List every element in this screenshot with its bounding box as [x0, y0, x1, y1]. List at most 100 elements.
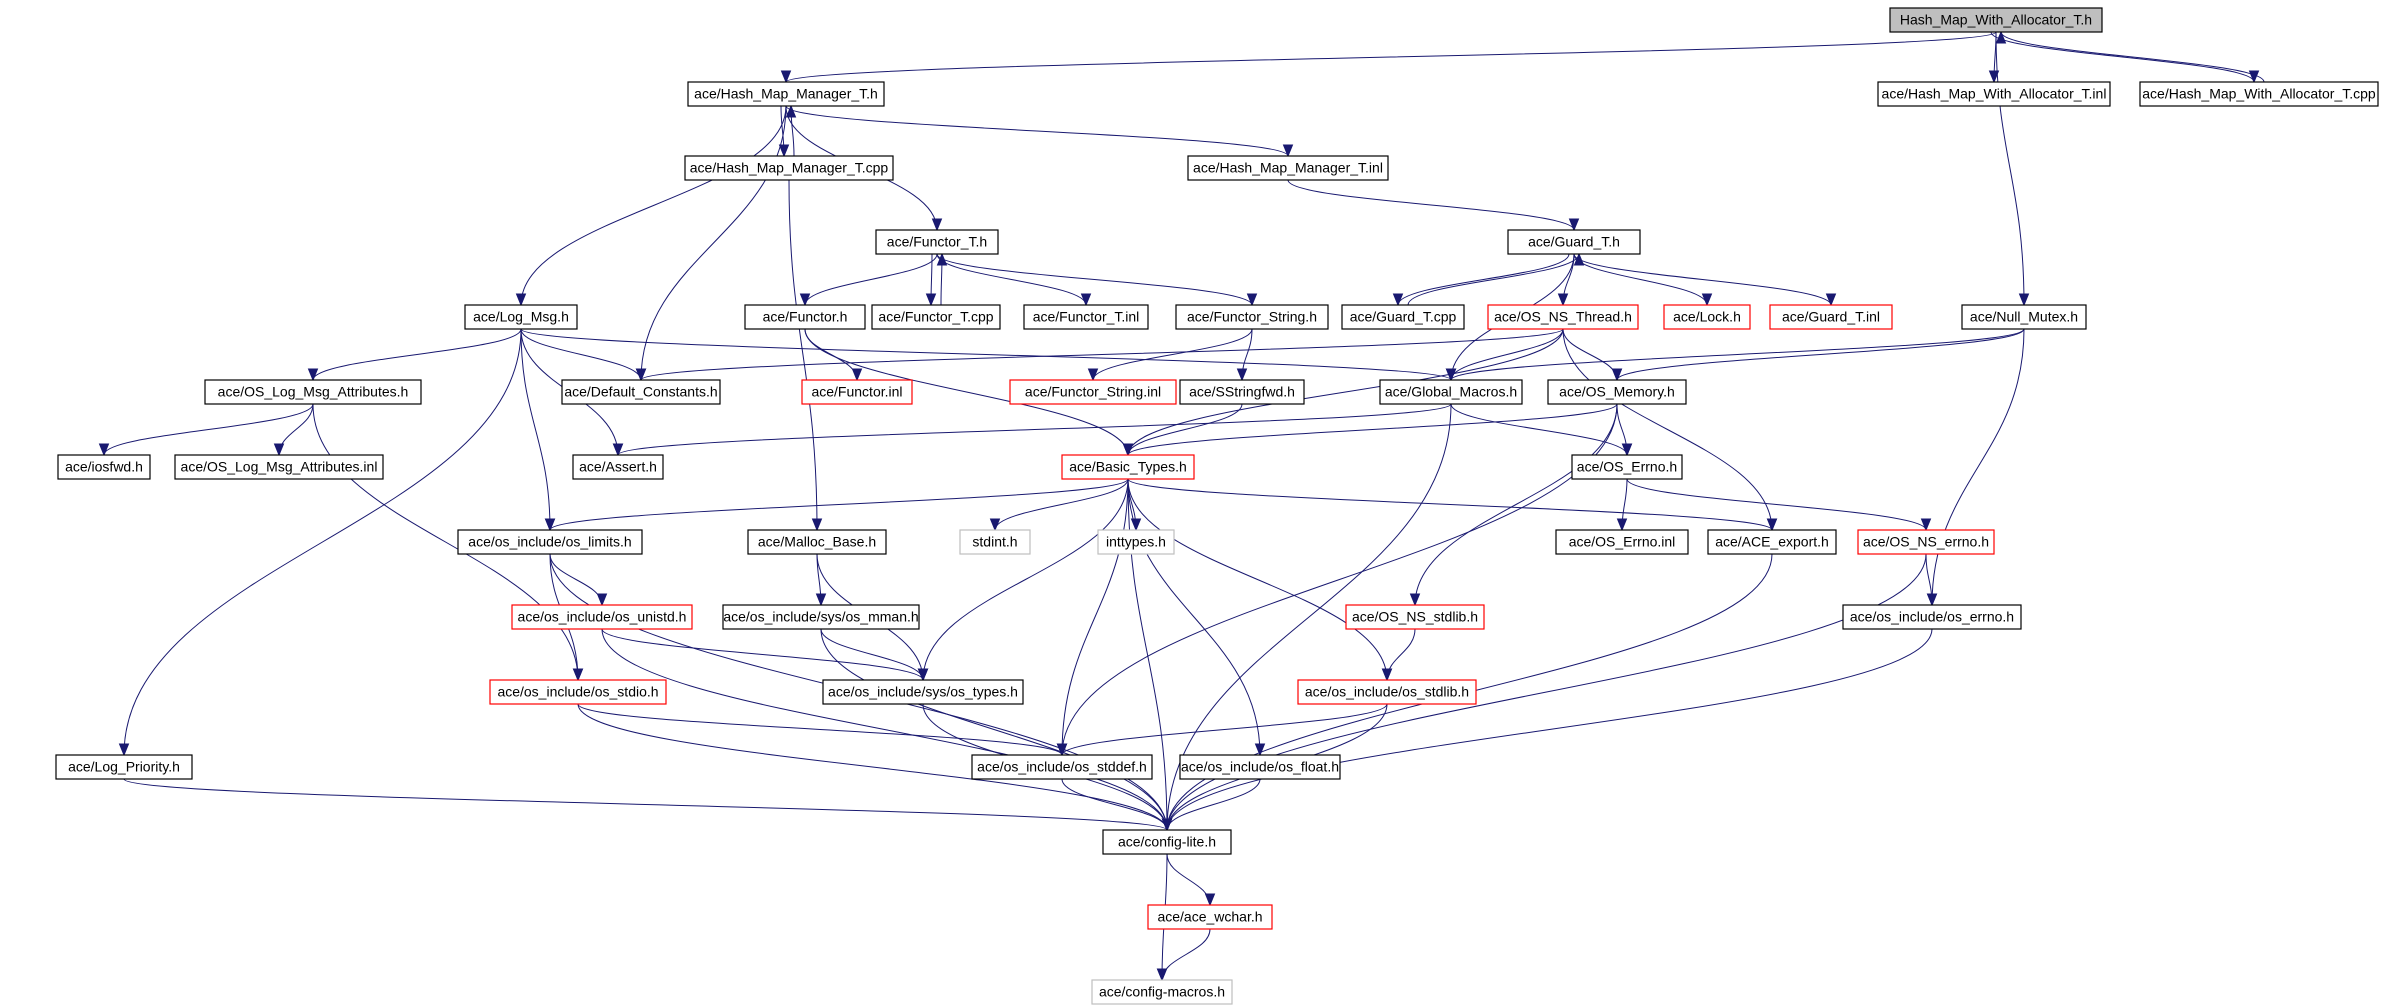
node-os-ns-stdlib[interactable]: ace/OS_NS_stdlib.h: [1345, 604, 1485, 630]
edge-functor-t-h-to-functor-h: [799, 253, 938, 307]
node-lock-h[interactable]: ace/Lock.h: [1663, 304, 1751, 330]
edge-arrowhead: [1381, 668, 1393, 682]
node-os-float[interactable]: ace/os_include/os_float.h: [1179, 754, 1341, 780]
node-guard-t-cpp[interactable]: ace/Guard_T.cpp: [1341, 304, 1465, 330]
edge-os-ns-errno-to-oi-errno: [1925, 553, 1938, 607]
node-os-ns-thread[interactable]: ace/OS_NS_Thread.h: [1487, 304, 1639, 330]
edge-basic-types-to-sys-types: [917, 478, 1129, 682]
edge-line: [1450, 328, 2025, 381]
node-hmm-h[interactable]: ace/Hash_Map_Manager_T.h: [687, 81, 885, 107]
edge-hmm-h-to-hmm-cpp: [778, 105, 790, 158]
node-os-ns-errno[interactable]: ace/OS_NS_errno.h: [1857, 529, 1995, 555]
node-log-msg[interactable]: ace/Log_Msg.h: [464, 304, 578, 330]
node-label: ace/Guard_T.cpp: [1350, 309, 1457, 325]
node-null-mutex[interactable]: ace/Null_Mutex.h: [1961, 304, 2087, 330]
node-os-log-attr-inl[interactable]: ace/OS_Log_Msg_Attributes.inl: [174, 454, 384, 480]
edge-line: [549, 553, 603, 606]
node-sstringfwd[interactable]: ace/SStringfwd.h: [1179, 379, 1305, 405]
edge-line: [804, 253, 938, 306]
edge-functor-string-to-sstringfwd: [1236, 328, 1253, 382]
node-guard-t-h[interactable]: ace/Guard_T.h: [1507, 229, 1641, 255]
node-box: [1023, 304, 1149, 330]
edge-sys-mman-to-sys-types: [820, 628, 929, 682]
node-hmm-inl[interactable]: ace/Hash_Map_Manager_T.inl: [1187, 155, 1389, 181]
node-box: [204, 379, 422, 405]
node-os-unistd[interactable]: ace/os_include/os_unistd.h: [511, 604, 693, 630]
node-hmwa-inl[interactable]: ace/Hash_Map_With_Allocator_T.inl: [1877, 81, 2111, 107]
edge-line: [936, 253, 1253, 306]
node-malloc-base[interactable]: ace/Malloc_Base.h: [747, 529, 887, 555]
node-label: ace/Functor.h: [763, 309, 848, 325]
edge-line: [312, 328, 522, 381]
node-stdint[interactable]: stdint.h: [959, 529, 1031, 555]
node-basic-types[interactable]: ace/Basic_Types.h: [1061, 454, 1195, 480]
node-iosfwd[interactable]: ace/iosfwd.h: [57, 454, 151, 480]
node-ace-export[interactable]: ace/ACE_export.h: [1707, 529, 1837, 555]
node-os-errno-h[interactable]: ace/OS_Errno.h: [1571, 454, 1683, 480]
node-sys-types[interactable]: ace/os_include/sys/os_types.h: [822, 679, 1024, 705]
node-box: [871, 304, 1001, 330]
node-functor-inl[interactable]: ace/Functor.inl: [801, 379, 913, 405]
edge-line: [2000, 31, 2265, 83]
node-sys-mman[interactable]: ace/os_include/sys/os_mman.h: [722, 604, 920, 630]
node-box: [1487, 304, 1639, 330]
node-functor-string-inl[interactable]: ace/Functor_String.inl: [1009, 379, 1177, 405]
node-label: ace/OS_NS_errno.h: [1863, 534, 1989, 550]
edge-global-macros-to-assert-h: [612, 403, 1452, 457]
node-label: ace/ACE_export.h: [1715, 534, 1829, 550]
node-default-const[interactable]: ace/Default_Constants.h: [561, 379, 721, 405]
node-label: ace/SStringfwd.h: [1189, 384, 1295, 400]
edge-arrowhead: [989, 518, 1001, 532]
edge-arrowhead: [1573, 252, 1585, 266]
node-label: ace/Lock.h: [1673, 309, 1741, 325]
edge-hmwa-cpp-to-root: [1995, 30, 2265, 83]
node-inttypes[interactable]: inttypes.h: [1097, 529, 1175, 555]
node-global-macros[interactable]: ace/Global_Macros.h: [1379, 379, 1523, 405]
node-os-stddef[interactable]: ace/os_include/os_stddef.h: [971, 754, 1153, 780]
edge-hmm-h-to-hmm-inl: [785, 105, 1294, 158]
node-label: ace/Hash_Map_With_Allocator_T.inl: [1882, 86, 2107, 102]
node-label: ace/Functor_String.inl: [1025, 384, 1161, 400]
node-config-macros[interactable]: ace/config-macros.h: [1091, 979, 1233, 1005]
node-os-limits[interactable]: ace/os_include/os_limits.h: [457, 529, 643, 555]
edge-null-mutex-to-os-memory: [1611, 328, 2025, 382]
node-os-stdio[interactable]: ace/os_include/os_stdio.h: [489, 679, 667, 705]
node-hmm-cpp[interactable]: ace/Hash_Map_Manager_T.cpp: [684, 155, 894, 181]
node-functor-t-inl[interactable]: ace/Functor_T.inl: [1023, 304, 1149, 330]
node-guard-t-inl[interactable]: ace/Guard_T.inl: [1769, 304, 1893, 330]
edge-line: [1287, 179, 1575, 231]
edge-line: [936, 253, 1087, 306]
node-box: [1379, 379, 1523, 405]
edge-os-log-attr-to-os-log-attr-inl: [273, 403, 314, 457]
node-label: inttypes.h: [1106, 534, 1166, 550]
node-config-lite[interactable]: ace/config-lite.h: [1102, 829, 1232, 855]
node-hmwa-cpp[interactable]: ace/Hash_Map_With_Allocator_T.cpp: [2139, 81, 2379, 107]
node-log-priority[interactable]: ace/Log_Priority.h: [55, 754, 193, 780]
node-label: ace/Hash_Map_With_Allocator_T.cpp: [2142, 86, 2376, 102]
node-functor-t-h[interactable]: ace/Functor_T.h: [875, 229, 999, 255]
edge-line: [820, 628, 924, 681]
node-oi-errno[interactable]: ace/os_include/os_errno.h: [1842, 604, 2022, 630]
edge-arrowhead: [118, 743, 130, 757]
node-assert-h[interactable]: ace/Assert.h: [572, 454, 664, 480]
edge-arrowhead: [931, 218, 943, 232]
node-box: [1179, 754, 1341, 780]
edge-arrowhead: [2018, 293, 2030, 307]
node-label: ace/Malloc_Base.h: [758, 534, 876, 550]
node-functor-h[interactable]: ace/Functor.h: [744, 304, 866, 330]
node-os-memory[interactable]: ace/OS_Memory.h: [1547, 379, 1687, 405]
node-label: ace/os_include/os_unistd.h: [518, 609, 687, 625]
edge-arrowhead: [1766, 518, 1778, 532]
node-functor-t-cpp[interactable]: ace/Functor_T.cpp: [871, 304, 1001, 330]
node-box: [1707, 529, 1837, 555]
node-label: Hash_Map_With_Allocator_T.h: [1900, 12, 2092, 28]
node-label: ace/Hash_Map_Manager_T.inl: [1193, 160, 1383, 176]
edge-functor-t-h-to-functor-string: [936, 253, 1258, 307]
edge-line: [1127, 403, 1243, 456]
edge-line: [617, 403, 1452, 456]
node-os-stdlib[interactable]: ace/os_include/os_stdlib.h: [1297, 679, 1477, 705]
node-ace-wchar[interactable]: ace/ace_wchar.h: [1147, 904, 1273, 930]
node-os-errno-inl[interactable]: ace/OS_Errno.inl: [1555, 529, 1689, 555]
node-functor-string[interactable]: ace/Functor_String.h: [1175, 304, 1329, 330]
node-os-log-attr[interactable]: ace/OS_Log_Msg_Attributes.h: [204, 379, 422, 405]
